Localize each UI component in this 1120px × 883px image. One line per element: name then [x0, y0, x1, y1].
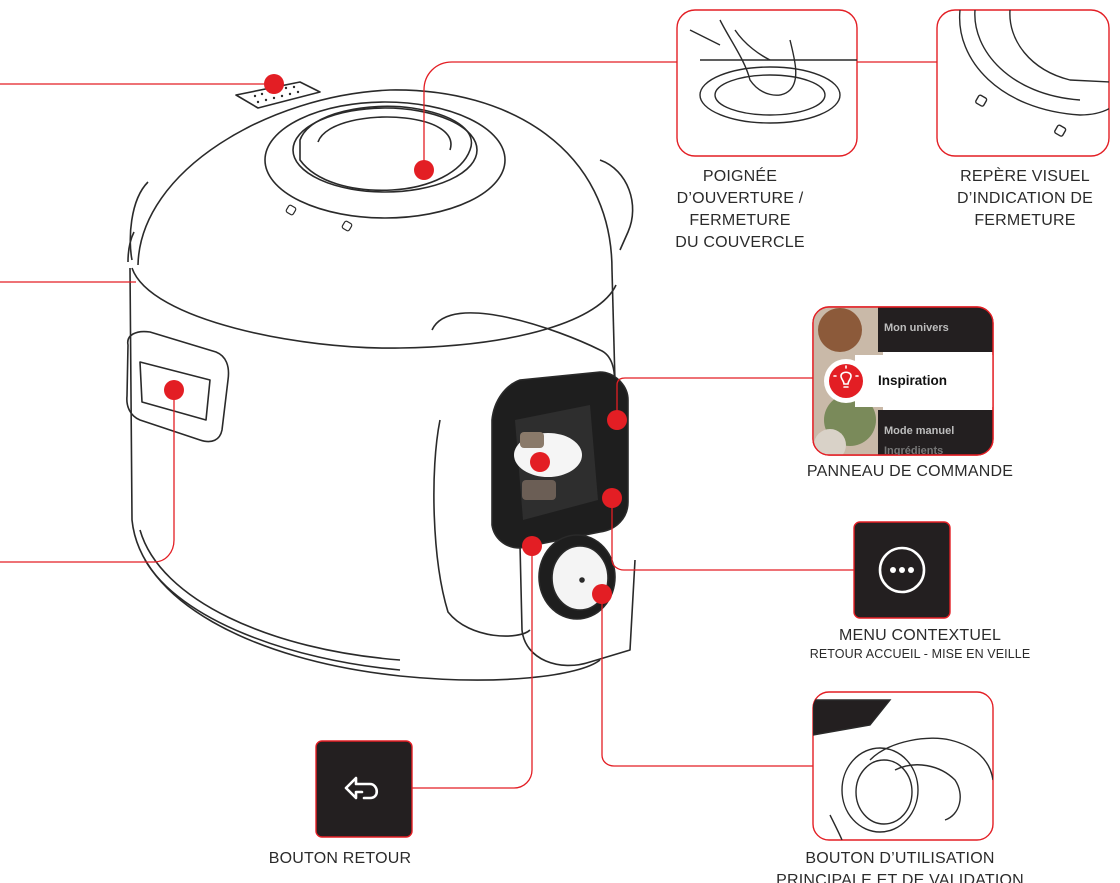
screen-menu-top: Mon univers	[884, 322, 949, 334]
label-handle-line: POIGNÉE	[702, 168, 778, 185]
label-visual-line: REPÈRE VISUEL	[960, 168, 1090, 185]
label-handle-line: D’OUVERTURE /	[676, 190, 804, 207]
main-knob	[538, 534, 616, 620]
label-handle-line: DU COUVERCLE	[675, 234, 805, 251]
detail-handle-card	[676, 9, 858, 157]
label-control-panel: PANNEAU DE COMMANDE	[806, 463, 1014, 480]
detail-main-card	[812, 691, 994, 841]
label-handle: POIGNÉE D’OUVERTURE / FERMETURE DU COUVE…	[660, 166, 820, 254]
label-context-menu-title: MENU CONTEXTUEL	[838, 627, 1002, 644]
label-visual-line: FERMETURE	[974, 212, 1076, 229]
screen-menu-partial: Ingrédients	[884, 445, 944, 455]
callout-lines	[0, 61, 937, 789]
label-back-button: BOUTON RETOUR	[268, 850, 412, 867]
label-visual-line: D’INDICATION DE	[956, 190, 1094, 207]
label-handle-line: FERMETURE	[689, 212, 791, 229]
lock-marks	[285, 204, 353, 232]
label-main-button: BOUTON D’UTILISATION PRINCIPALE ET DE VA…	[750, 848, 1050, 883]
label-main-line: BOUTON D’UTILISATION	[805, 850, 995, 867]
detail-visual-card	[936, 9, 1110, 157]
label-context-menu: MENU CONTEXTUEL RETOUR ACCUEIL - MISE EN…	[770, 625, 1070, 662]
detail-panel-card	[812, 306, 994, 456]
ellipsis-icon	[890, 567, 914, 573]
screen-menu-selected: Inspiration	[878, 373, 948, 388]
control-screen	[491, 371, 629, 549]
back-arrow-icon	[344, 776, 379, 800]
screen-menu-bottom: Mode manuel	[884, 425, 955, 437]
label-main-line: PRINCIPALE ET DE VALIDATION	[776, 872, 1024, 883]
back-button-card	[315, 740, 413, 838]
label-visual-marker: REPÈRE VISUEL D’INDICATION DE FERMETURE	[925, 166, 1120, 232]
label-context-menu-sub: RETOUR ACCUEIL - MISE EN VEILLE	[809, 647, 1031, 661]
callout-dots	[164, 74, 627, 604]
bulb-icon	[833, 365, 859, 388]
